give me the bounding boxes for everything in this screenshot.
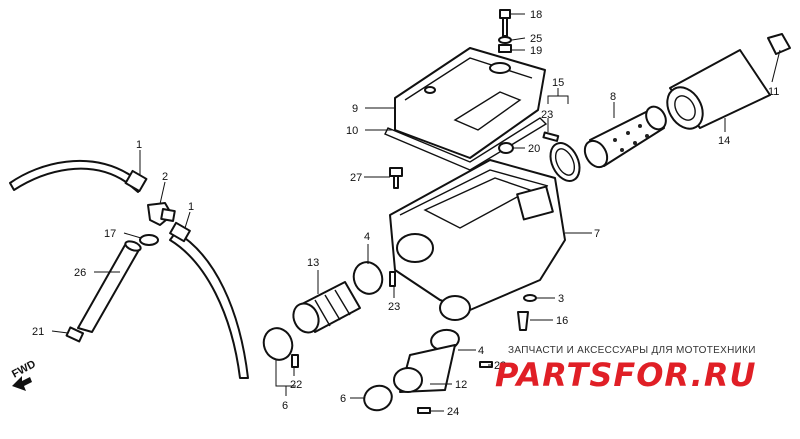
screw-23b <box>389 271 396 287</box>
callout-2: 2 <box>162 171 168 183</box>
screw-23a <box>542 131 560 142</box>
plug-21 <box>65 326 85 343</box>
callout-23-top: 23 <box>541 109 553 121</box>
screw-27 <box>389 167 403 189</box>
callout-13: 13 <box>307 257 319 269</box>
cover-gasket <box>384 117 548 171</box>
callout-22: 22 <box>290 379 302 391</box>
callout-16: 16 <box>556 315 568 327</box>
callout-12: 12 <box>455 379 467 391</box>
grommet-20 <box>498 142 514 154</box>
callout-17: 17 <box>104 228 116 240</box>
callout-3: 3 <box>558 293 564 305</box>
callout-26: 26 <box>74 267 86 279</box>
t-joint <box>147 202 176 226</box>
callout-labels: 18 25 19 11 9 10 15 23 8 14 20 27 1 2 1 … <box>32 9 779 418</box>
band-15 <box>549 142 581 182</box>
bolt-18 <box>499 9 511 37</box>
washer-25 <box>498 36 512 44</box>
callout-1-upper: 1 <box>136 139 142 151</box>
element-cage <box>583 105 667 169</box>
callout-18: 18 <box>530 9 542 21</box>
callout-10: 10 <box>346 125 358 137</box>
connecting-tube-13 <box>292 281 361 334</box>
connecting-tube-12 <box>393 344 456 393</box>
screw-24 <box>417 407 431 414</box>
washer-3 <box>523 294 537 302</box>
callout-24: 24 <box>447 406 459 418</box>
clamp-6a <box>262 327 294 361</box>
air-cleaner-cover <box>394 47 546 159</box>
callout-20: 20 <box>528 143 540 155</box>
watermark-logo: PARTSFOR.RU <box>495 356 757 394</box>
callout-15: 15 <box>552 77 564 89</box>
clip-17 <box>139 234 159 246</box>
callout-7: 7 <box>594 228 600 240</box>
breather-tube-long <box>169 221 249 379</box>
foam-element <box>666 49 771 130</box>
callout-9: 9 <box>352 103 358 115</box>
fwd-arrow-icon <box>12 376 32 391</box>
screw-22 <box>291 354 299 368</box>
breather-tube-upper <box>9 159 148 193</box>
callout-6-left: 6 <box>282 400 288 412</box>
callout-4-upper: 4 <box>364 231 370 243</box>
drain-tube <box>77 240 142 333</box>
leader-lines <box>51 13 781 412</box>
clamp-6b <box>363 384 393 412</box>
callout-23-low: 23 <box>494 360 506 372</box>
callout-1-lower: 1 <box>188 201 194 213</box>
cap-11 <box>767 33 791 55</box>
watermark-tagline: ЗАПЧАСТИ И АКСЕССУАРЫ ДЛЯ МОТОТЕХНИКИ <box>508 345 756 356</box>
callout-23-mid: 23 <box>388 301 400 313</box>
nut-19 <box>498 44 512 53</box>
air-cleaner-case <box>389 159 566 321</box>
callout-25: 25 <box>530 33 542 45</box>
callout-27: 27 <box>350 172 362 184</box>
callout-8: 8 <box>610 91 616 103</box>
callout-11: 11 <box>768 86 779 98</box>
callout-19: 19 <box>530 45 542 57</box>
bolt-16b <box>517 311 529 331</box>
callout-4-lower: 4 <box>478 345 484 357</box>
callout-14: 14 <box>718 135 730 147</box>
clamp-4a <box>352 261 384 295</box>
callout-6-right: 6 <box>340 393 346 405</box>
callout-21: 21 <box>32 326 44 338</box>
